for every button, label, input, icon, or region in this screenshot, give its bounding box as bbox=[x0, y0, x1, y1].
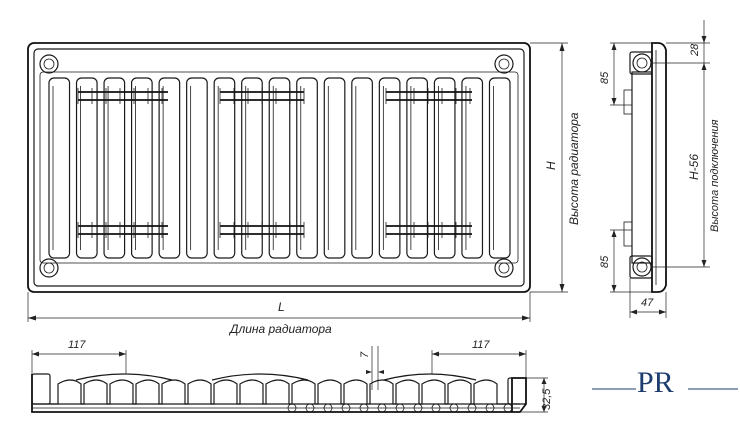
bottom-tube-circle bbox=[377, 403, 387, 413]
dim-47-arrow-left bbox=[630, 309, 637, 315]
dim-117-left-label: 117 bbox=[68, 339, 86, 351]
radiator-channel bbox=[103, 77, 126, 259]
dim-117-right-arrow-b bbox=[519, 351, 526, 357]
side-panel-body bbox=[651, 42, 667, 293]
dim-h56-caption: Высота подключения bbox=[709, 119, 721, 232]
radiator-channel bbox=[378, 77, 401, 259]
dim-85-lower-arrow-a bbox=[611, 230, 617, 237]
dim-117-left-arrow-a bbox=[32, 351, 39, 357]
bottom-tube-circle bbox=[431, 403, 441, 413]
bottom-tube-circle bbox=[323, 403, 333, 413]
radiator-channel bbox=[130, 77, 153, 259]
bottom-view: 117 117 7 32,5 bbox=[31, 339, 553, 413]
radiator-channel bbox=[296, 77, 318, 259]
dim-325-arrow-b bbox=[541, 406, 547, 412]
radiator-channel bbox=[75, 77, 98, 259]
bottom-tube-circle bbox=[305, 403, 315, 413]
dim-117-right-arrow-a bbox=[432, 351, 439, 357]
bottom-tube-circle bbox=[359, 403, 369, 413]
bottom-convector-cap bbox=[383, 373, 477, 381]
bottom-tube-circle bbox=[341, 403, 351, 413]
height-caption: Высота радиатора bbox=[567, 112, 581, 225]
radiator-channel bbox=[186, 77, 208, 259]
radiator-channel bbox=[268, 77, 291, 259]
bottom-tube-circle bbox=[503, 403, 513, 413]
height-label: H bbox=[544, 161, 558, 170]
radiator-channel bbox=[241, 77, 263, 259]
bottom-tube-circle bbox=[413, 403, 423, 413]
side-connection-top bbox=[629, 51, 653, 75]
brand-logo: PR bbox=[592, 366, 738, 399]
bottom-convector-cap bbox=[211, 373, 309, 381]
dim-85-lower-label: 85 bbox=[599, 255, 611, 268]
bottom-right-connector bbox=[507, 377, 527, 405]
radiator-channel bbox=[351, 77, 373, 259]
radiator-channel bbox=[158, 77, 181, 259]
radiator-channel bbox=[433, 77, 456, 259]
dim-117-left-arrow-b bbox=[119, 351, 126, 357]
dim-85-upper-arrow-a bbox=[611, 43, 617, 50]
front-view: L Длина радиатора H Высота радиатора bbox=[27, 42, 581, 336]
corner-plug-top-left bbox=[39, 54, 59, 74]
dim-7-label: 7 bbox=[359, 351, 371, 358]
radiator-channel bbox=[213, 77, 236, 259]
length-caption: Длина радиатора bbox=[228, 322, 332, 336]
dim-28-arrow bbox=[701, 36, 707, 43]
logo-letters: PR bbox=[637, 366, 674, 399]
radiator-channel bbox=[406, 77, 429, 259]
bottom-tube-circle bbox=[449, 403, 459, 413]
bottom-left-connector bbox=[31, 373, 51, 405]
dim-85-lower-arrow-b bbox=[611, 285, 617, 292]
side-bracket bbox=[623, 89, 633, 115]
dim-7-arrow-b bbox=[378, 370, 384, 374]
radiator-inner-frame bbox=[33, 48, 525, 287]
convector-fin-groups bbox=[77, 88, 472, 238]
radiator-outer-frame bbox=[27, 42, 531, 293]
bottom-tube-circle bbox=[395, 403, 405, 413]
corner-plug-top-right bbox=[494, 54, 514, 74]
dim-h56-label: H-56 bbox=[687, 154, 701, 180]
dim-117-right-label: 117 bbox=[472, 339, 490, 351]
dim-h56-arrow-top bbox=[701, 63, 707, 70]
side-connection-bottom bbox=[629, 255, 653, 279]
corner-plug-bottom-right bbox=[494, 258, 514, 278]
dim-47-label: 47 bbox=[641, 297, 654, 309]
dim-325-label: 32,5 bbox=[541, 388, 553, 410]
bottom-tube-circle bbox=[467, 403, 477, 413]
bottom-profile-path bbox=[50, 379, 508, 405]
vertical-channels bbox=[48, 77, 511, 259]
radiator-channel bbox=[48, 77, 71, 259]
bottom-tube-circle bbox=[485, 403, 495, 413]
dim-28-label: 28 bbox=[689, 43, 701, 57]
side-view: 28 85 85 H-56 Высота подключения 47 bbox=[599, 20, 721, 318]
bottom-fin-profile bbox=[50, 373, 508, 405]
length-arrow-left bbox=[28, 315, 36, 321]
bottom-tube-circle bbox=[287, 403, 297, 413]
bottom-convector-cap bbox=[75, 373, 173, 381]
dim-47-arrow-right bbox=[659, 309, 666, 315]
length-arrow-right bbox=[522, 315, 530, 321]
side-bracket-lower bbox=[623, 221, 633, 247]
dim-325-arrow-a bbox=[541, 378, 547, 384]
side-back-plate bbox=[631, 71, 653, 264]
radiator-channel bbox=[461, 77, 484, 259]
radiator-panel-edge bbox=[39, 71, 519, 264]
dim-85-upper-arrow-b bbox=[611, 98, 617, 105]
height-arrow-bottom bbox=[559, 284, 565, 292]
radiator-channel bbox=[488, 77, 511, 259]
bottom-tube-circles bbox=[287, 403, 513, 413]
corner-plug-bottom-left bbox=[39, 258, 59, 278]
dim-85-upper-label: 85 bbox=[599, 71, 611, 84]
dim-7-arrow-a bbox=[366, 370, 372, 374]
height-arrow-top bbox=[559, 43, 565, 51]
radiator-channel bbox=[323, 77, 346, 259]
length-label: L bbox=[278, 300, 285, 314]
dim-h56-arrow-bottom bbox=[701, 260, 707, 267]
